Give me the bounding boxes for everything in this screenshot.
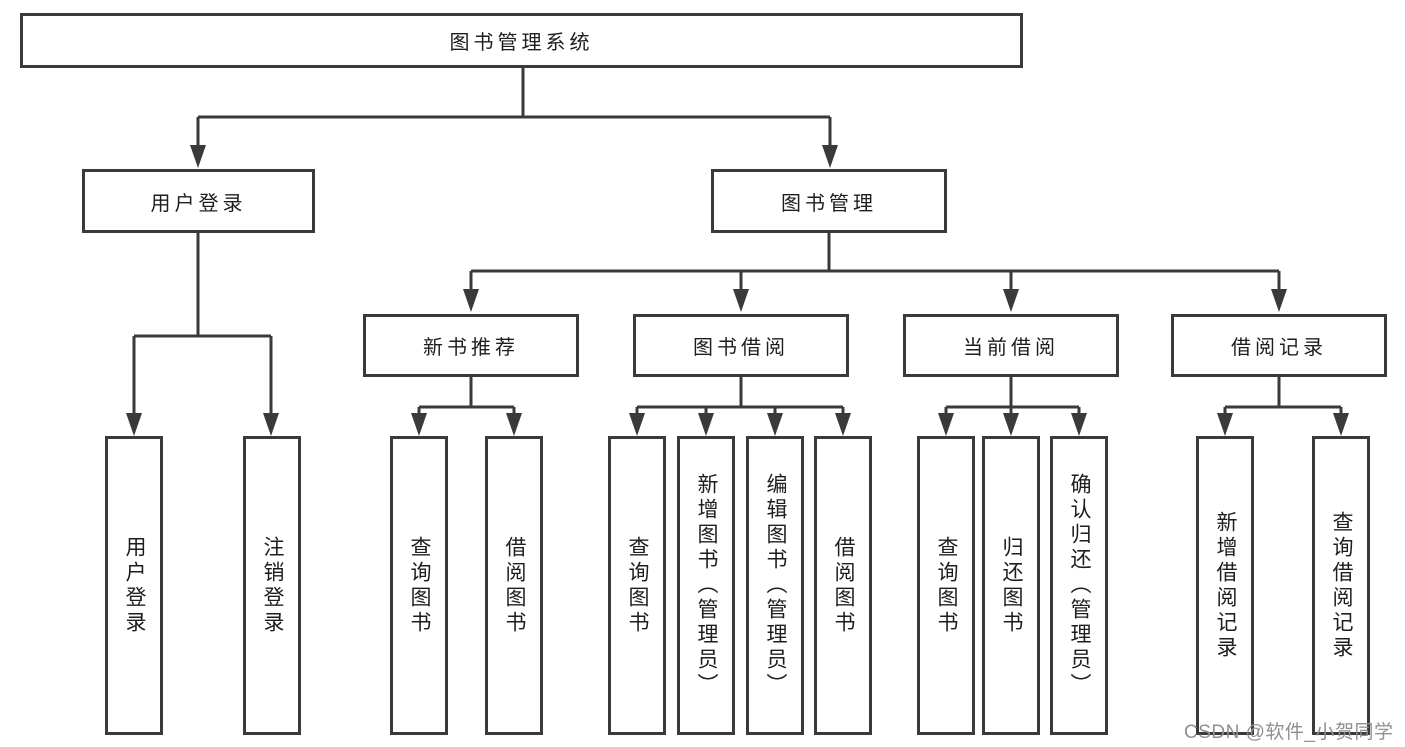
- node-library-management-system: 图书管理系统: [20, 13, 1023, 68]
- leaf-user-login: 用户登录: [105, 436, 163, 735]
- leaf-query-books-borrow: 查询图书: [608, 436, 666, 735]
- leaf-label: 查询图书: [626, 535, 650, 636]
- leaf-label: 查询借阅记录: [1330, 510, 1354, 661]
- node-label: 图书管理系统: [449, 32, 594, 54]
- node-book-borrow: 图书借阅: [633, 314, 849, 377]
- leaf-label: 注销登录: [261, 535, 285, 636]
- leaf-borrow-books: 借阅图书: [814, 436, 872, 735]
- leaf-query-borrow-record: 查询借阅记录: [1312, 436, 1370, 735]
- leaf-query-books-recommend: 查询图书: [390, 436, 448, 735]
- leaf-label: 查询图书: [408, 535, 432, 636]
- node-borrow-records: 借阅记录: [1171, 314, 1387, 377]
- leaf-add-borrow-record: 新增借阅记录: [1196, 436, 1254, 735]
- node-label: 用户登录: [150, 192, 247, 215]
- node-current-borrow: 当前借阅: [903, 314, 1119, 377]
- leaf-label: 归还图书: [1000, 535, 1024, 636]
- leaf-label: 用户登录: [123, 535, 147, 636]
- leaf-label: 查询图书: [935, 535, 959, 636]
- leaf-label: 确认归还（管理员）: [1068, 473, 1092, 698]
- leaf-borrow-books-recommend: 借阅图书: [485, 436, 543, 735]
- node-label: 借阅记录: [1231, 337, 1327, 359]
- leaf-return-book: 归还图书: [982, 436, 1040, 735]
- node-label: 图书借阅: [693, 337, 789, 359]
- leaf-label: 新增借阅记录: [1214, 510, 1238, 661]
- node-new-book-recommend: 新书推荐: [363, 314, 579, 377]
- node-label: 新书推荐: [423, 337, 519, 359]
- csdn-watermark: CSDN @软件_小贺同学: [1184, 722, 1394, 743]
- leaf-label: 编辑图书（管理员）: [764, 473, 788, 698]
- node-book-management: 图书管理: [711, 169, 947, 233]
- leaf-add-book-admin: 新增图书（管理员）: [677, 436, 735, 735]
- leaf-label: 借阅图书: [832, 535, 856, 636]
- leaf-confirm-return-admin: 确认归还（管理员）: [1050, 436, 1108, 735]
- leaf-logout: 注销登录: [243, 436, 301, 735]
- leaf-edit-book-admin: 编辑图书（管理员）: [746, 436, 804, 735]
- node-label: 当前借阅: [963, 337, 1059, 359]
- leaf-query-books-current: 查询图书: [917, 436, 975, 735]
- leaf-label: 借阅图书: [503, 535, 527, 636]
- leaf-label: 新增图书（管理员）: [695, 473, 719, 698]
- node-label: 图书管理: [781, 192, 877, 215]
- node-user-login: 用户登录: [82, 169, 315, 233]
